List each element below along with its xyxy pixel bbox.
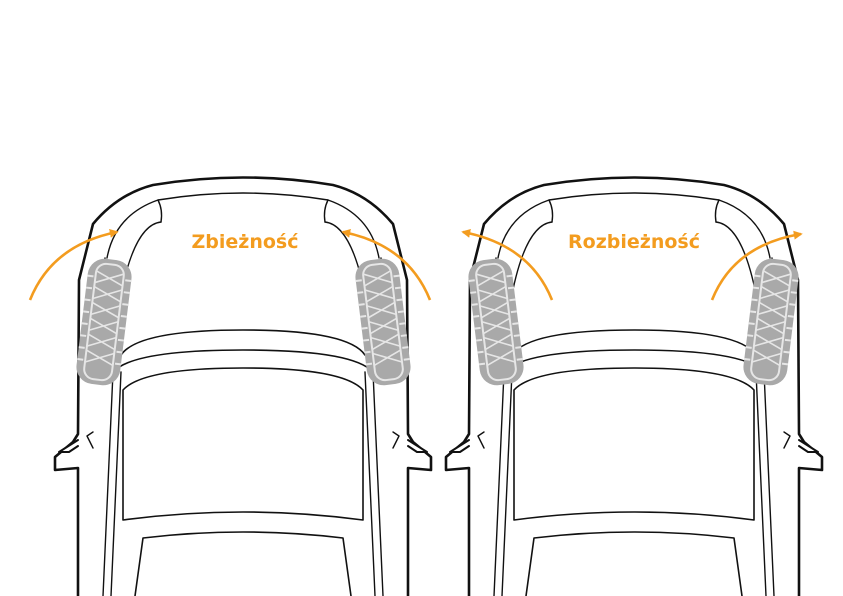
toe-in-label: Zbieżność — [192, 231, 299, 253]
toe-in-diagram: Zbieżność — [28, 176, 433, 596]
toe-out-label: Rozbieżność — [568, 231, 700, 253]
toe-out-arrows-icon — [461, 228, 803, 301]
toe-in-arrows-icon — [28, 229, 432, 301]
toe-out-diagram: Rozbieżność — [444, 176, 824, 596]
